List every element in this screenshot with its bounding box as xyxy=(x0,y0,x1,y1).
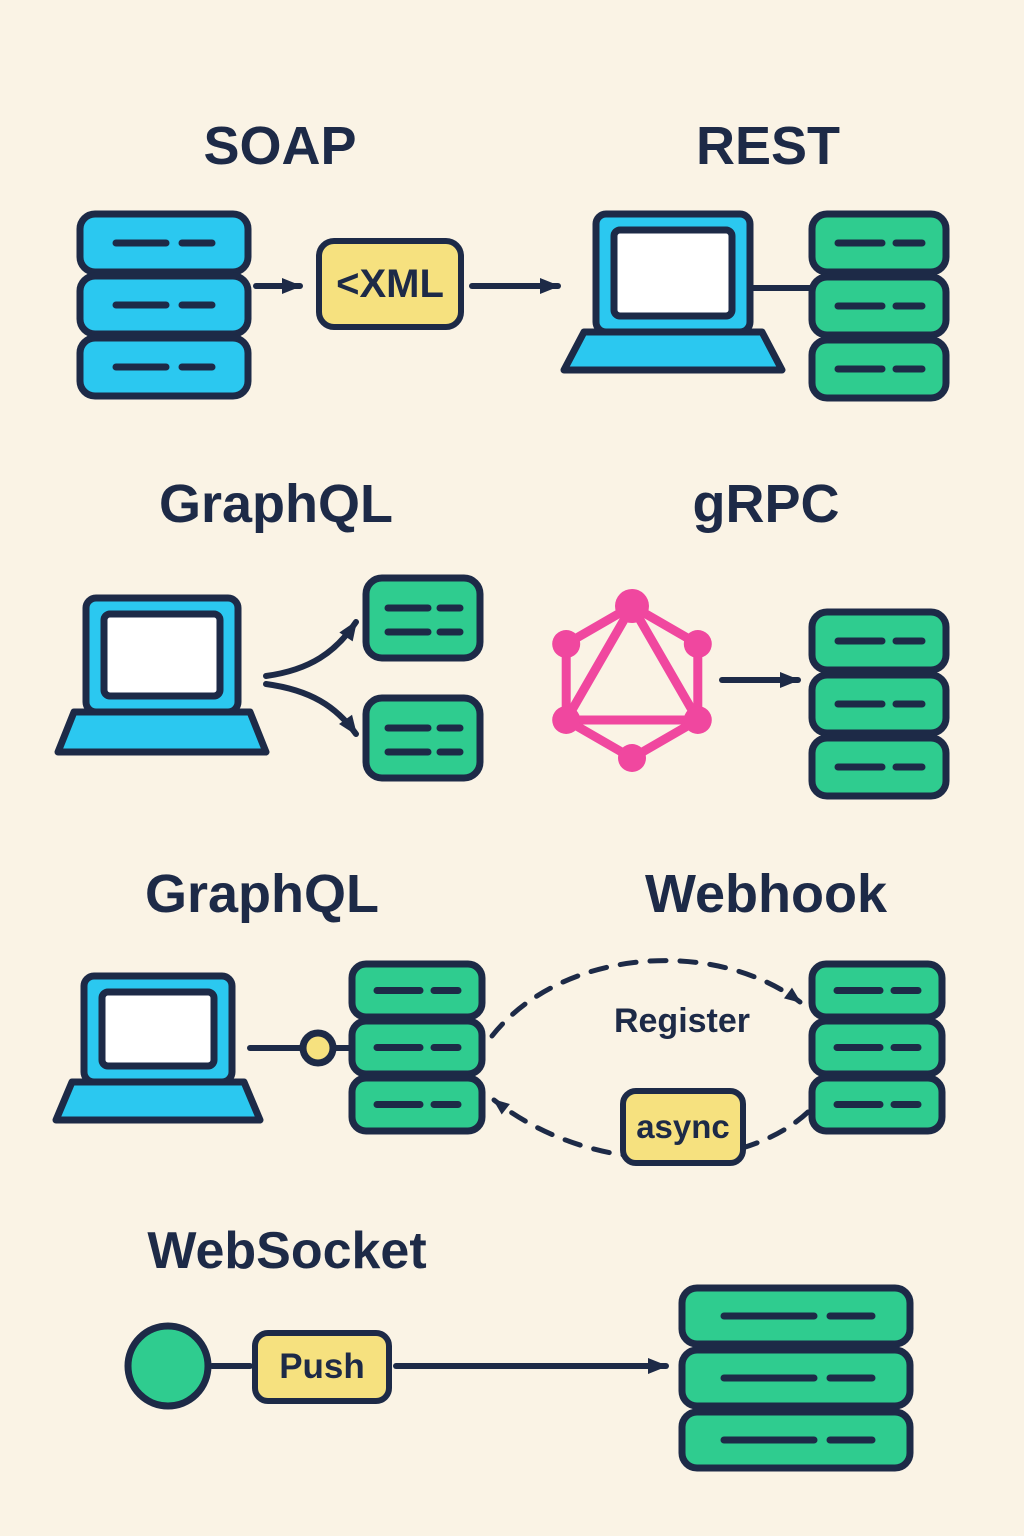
database-stack-icon xyxy=(80,214,248,396)
database-segment xyxy=(80,214,248,272)
resource-box xyxy=(366,578,480,658)
server-segment xyxy=(352,1021,482,1074)
laptop-base xyxy=(560,328,786,374)
graphql-title-1: GraphQL xyxy=(158,474,393,534)
register-label: Register xyxy=(613,1002,751,1040)
rest-title: REST xyxy=(695,116,841,176)
webhook-title: Webhook xyxy=(645,864,887,924)
resource-box-icon xyxy=(366,578,480,778)
laptop-icon xyxy=(54,594,270,756)
graphql-node xyxy=(552,706,581,734)
graphql-triangle xyxy=(561,601,703,725)
server-stack-icon xyxy=(812,964,942,1131)
server-segment xyxy=(682,1288,910,1344)
server-segment xyxy=(812,612,946,670)
database-segment xyxy=(80,338,248,396)
connector-dot-icon xyxy=(299,1029,337,1067)
graphql-node xyxy=(615,589,649,623)
async-label: async xyxy=(636,1108,730,1145)
laptop-base xyxy=(54,708,270,756)
xml-label-box: <XML xyxy=(316,238,464,330)
graphql-node xyxy=(618,744,646,772)
server-segment xyxy=(352,964,482,1017)
server-segment xyxy=(812,1078,942,1131)
server-stack-icon xyxy=(812,612,946,796)
websocket-title: WebSocket xyxy=(147,1222,427,1280)
graphql-title-2: GraphQL xyxy=(144,864,379,924)
graphql-node xyxy=(683,630,712,658)
laptop-display xyxy=(100,610,224,700)
server-stack-icon xyxy=(682,1288,910,1468)
server-segment xyxy=(682,1350,910,1406)
laptop-icon xyxy=(560,210,786,374)
dashed-arrow-register xyxy=(489,958,803,1039)
server-segment xyxy=(812,1021,942,1074)
async-label-box: async xyxy=(620,1088,746,1166)
laptop-icon xyxy=(52,972,264,1124)
server-segment xyxy=(812,738,946,796)
graphql-logo-icon xyxy=(552,589,712,772)
client-circle-icon xyxy=(124,1322,212,1410)
database-segment xyxy=(80,276,248,334)
laptop-base xyxy=(52,1078,264,1124)
push-label: Push xyxy=(279,1347,365,1386)
laptop-display xyxy=(610,226,736,320)
graphql-node xyxy=(683,706,712,734)
graphql-node xyxy=(552,630,581,658)
arrow-laptop-to-resource-1 xyxy=(263,619,359,679)
server-segment xyxy=(352,1078,482,1131)
arrow-laptop-to-resource-2 xyxy=(263,681,359,737)
server-segment xyxy=(812,964,942,1017)
server-segment xyxy=(812,675,946,733)
server-segment xyxy=(682,1412,910,1468)
grpc-title: gRPC xyxy=(692,474,840,534)
push-label-box: Push xyxy=(252,1330,392,1404)
server-segment xyxy=(812,214,946,272)
resource-box xyxy=(366,698,480,778)
server-stack-icon xyxy=(352,964,482,1131)
soap-title: SOAP xyxy=(203,116,357,176)
xml-label: <XML xyxy=(336,261,444,306)
server-segment xyxy=(812,277,946,335)
server-segment xyxy=(812,340,946,398)
laptop-display xyxy=(98,988,218,1070)
server-stack-icon xyxy=(812,214,946,398)
